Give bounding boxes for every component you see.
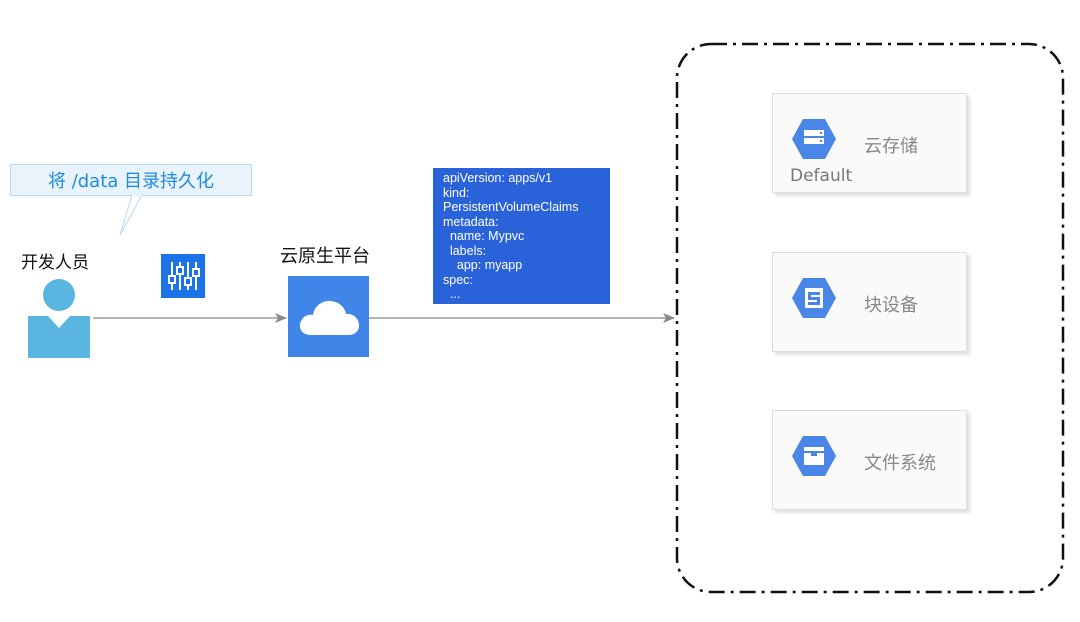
pvc-yaml-card: apiVersion: apps/v1 kind: PersistentVolu… (433, 168, 610, 304)
storage-card-filesystem: 文件系统 (772, 410, 967, 510)
yaml-line: PersistentVolumeClaims (443, 200, 579, 214)
block-device-icon (792, 278, 836, 318)
card-label: 文件系统 (864, 453, 936, 474)
card-label: 块设备 (864, 295, 918, 316)
yaml-line: kind: (443, 185, 470, 200)
platform-label: 云原生平台 (280, 246, 370, 267)
yaml-line: name: Mypvc (443, 229, 525, 243)
yaml-line: apiVersion: apps/v1 (443, 171, 553, 185)
file-system-icon (792, 436, 836, 476)
storage-card-cloud: 云存储 Default (772, 93, 967, 193)
callout-text: 将 /data 目录持久化 (47, 171, 215, 192)
callout-box: 将 /data 目录持久化 (10, 164, 252, 196)
storage-server-icon (792, 119, 836, 159)
yaml-line: app: myapp (443, 258, 523, 272)
config-sliders-icon (161, 254, 205, 298)
default-badge: Default (790, 166, 853, 186)
yaml-line: labels: (443, 243, 487, 258)
card-label: 云存储 (864, 136, 918, 157)
yaml-line: metadata: (443, 214, 499, 229)
yaml-line: ... (443, 287, 461, 301)
callout-tail (119, 195, 143, 236)
developer-person-icon (28, 279, 90, 358)
developer-label: 开发人员 (21, 253, 89, 273)
storage-backends-container (675, 42, 1065, 594)
cloud-icon (299, 300, 359, 335)
yaml-line: spec: (443, 272, 473, 287)
cloud-platform-node (288, 276, 369, 357)
storage-card-block: 块设备 (772, 252, 967, 352)
